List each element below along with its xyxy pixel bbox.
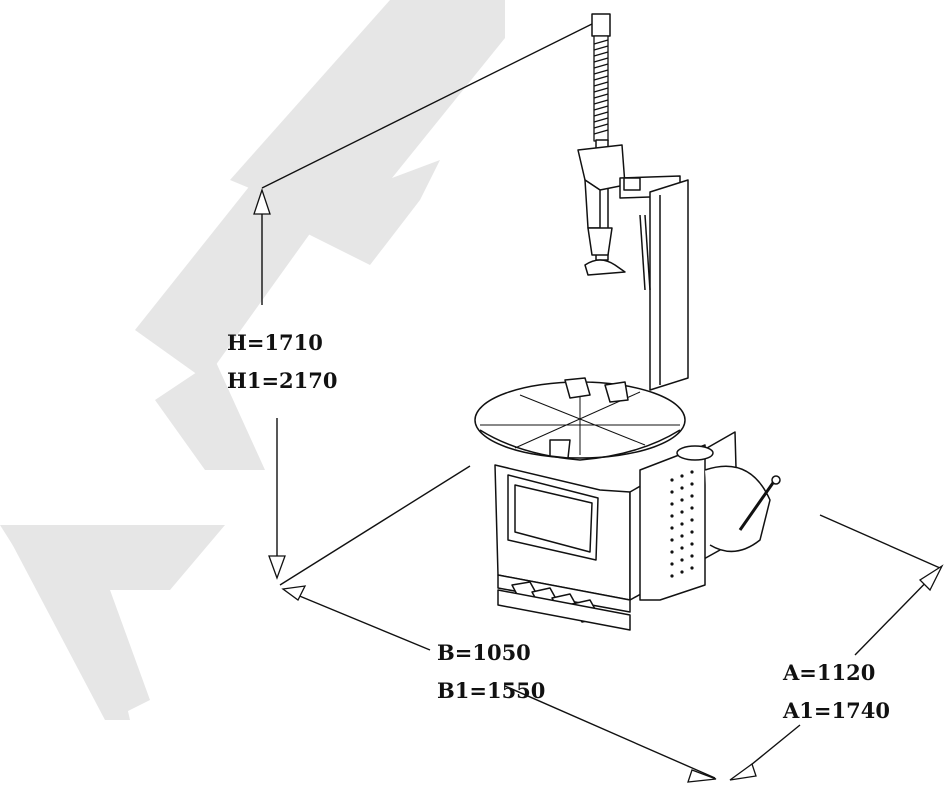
width-a-label: A=1120 [782,660,875,685]
width-a-label-max: A1=1740 [782,698,890,723]
arrow-h-bottom [268,555,286,580]
height-label-max: H1=2170 [227,368,338,393]
arrow-b-left [281,585,307,601]
oil-cup [676,445,714,461]
watermark-logo [0,0,505,720]
arrow-b-right [687,769,717,783]
width-b-label: B=1050 [437,640,531,665]
column-cap [591,13,611,37]
tyre-changer-machine [474,13,781,631]
side-holes [670,470,694,578]
column-spring [593,35,609,142]
tool-head [577,144,626,191]
mount-head [587,227,613,256]
arrow-a-top [918,564,944,592]
main-column [649,179,689,391]
dimension-arrows [253,187,944,783]
arrow-h-top [253,187,271,215]
base-frame [497,589,631,631]
height-label: H=1710 [227,330,323,355]
arrow-a-bottom [729,762,757,781]
width-b-label-max: B1=1550 [437,678,545,703]
